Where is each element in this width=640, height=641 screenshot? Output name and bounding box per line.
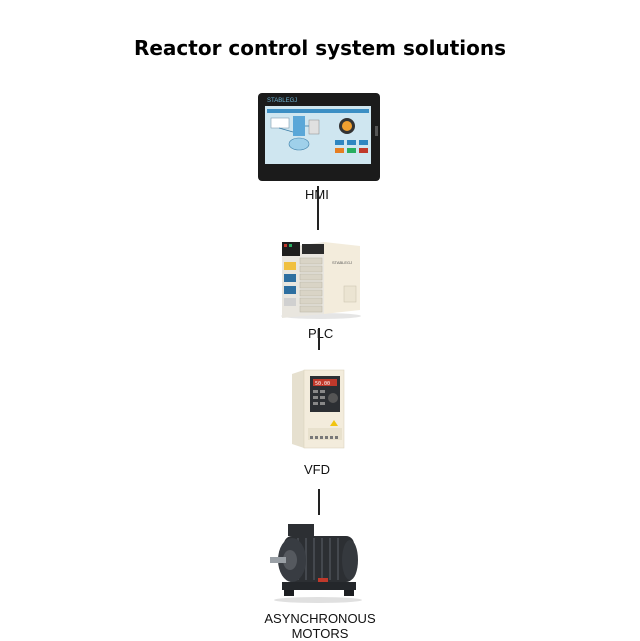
vfd-knob-icon bbox=[328, 393, 338, 403]
vfd-side bbox=[292, 370, 304, 448]
hmi-device: STABLEGJ bbox=[258, 93, 380, 181]
vfd-display: 50.00 bbox=[315, 381, 330, 387]
plc-label: PLC bbox=[308, 326, 334, 341]
hmi-brand: STABLEGJ bbox=[267, 98, 297, 104]
connector-hmi-plc bbox=[317, 186, 319, 230]
plc-device: STABLEGJ bbox=[281, 242, 361, 319]
plc-front bbox=[324, 242, 360, 314]
motor-label: ASYNCHRONOUS MOTORS bbox=[264, 611, 376, 641]
warning-icon bbox=[330, 420, 338, 426]
hmi-label: HMI bbox=[305, 187, 329, 202]
vfd-label: VFD bbox=[304, 462, 330, 477]
plc-brand: STABLEGJ bbox=[332, 260, 352, 265]
connector-plc-vfd bbox=[318, 328, 320, 350]
motor-shaft bbox=[270, 557, 286, 563]
plc-terminal bbox=[284, 262, 296, 270]
connector-vfd-motor bbox=[318, 489, 320, 515]
vfd-device: 50.00 bbox=[292, 369, 345, 449]
motor-device bbox=[270, 524, 362, 603]
page-title: Reactor control system solutions bbox=[133, 36, 507, 60]
hmi-screen bbox=[265, 106, 371, 164]
